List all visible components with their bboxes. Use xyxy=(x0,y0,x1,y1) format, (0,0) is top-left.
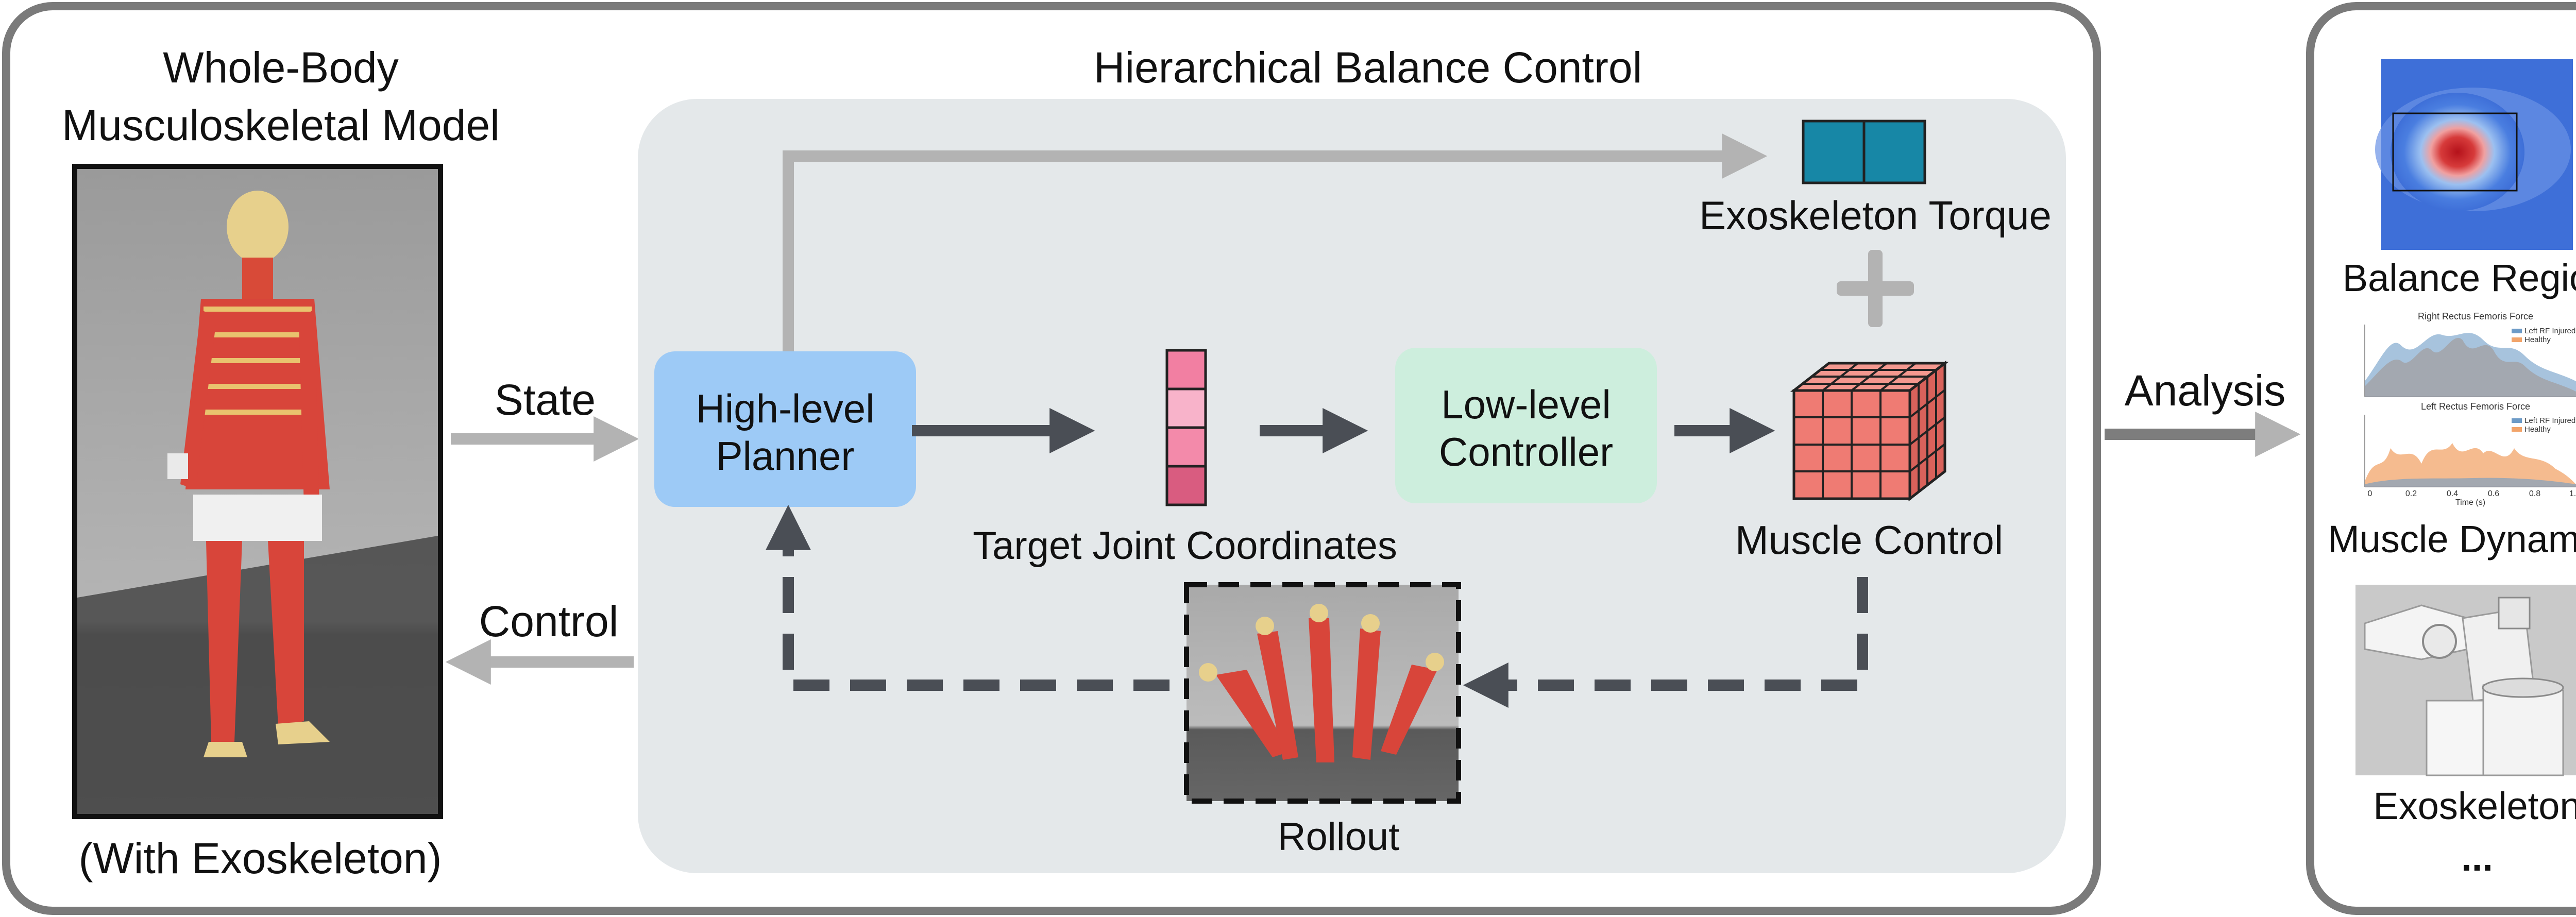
chart-bottom-xlabel: Time (s) xyxy=(2455,498,2485,507)
low-level-controller-box xyxy=(1395,348,1657,503)
chart-xtick-4: 0.8 xyxy=(2529,489,2540,498)
balance-region-heatmap xyxy=(2375,59,2573,250)
chart-xtick-2: 0.4 xyxy=(2447,489,2458,498)
control-label: Control xyxy=(479,597,619,646)
chart-bottom-title: Left Rectus Femoris Force xyxy=(2421,401,2530,412)
exoskeleton-label: Exoskeleton xyxy=(2373,785,2576,827)
model-title-line1: Whole-Body xyxy=(163,43,399,92)
chart-top-title: Right Rectus Femoris Force xyxy=(2418,311,2533,321)
muscle-dynamics-label: Muscle Dynamics xyxy=(2328,518,2576,561)
exo-torque-label: Exoskeleton Torque xyxy=(1699,193,2052,238)
muscle-dynamics-chart-top: Right Rectus Femoris Force Left RF Injur… xyxy=(2364,311,2576,397)
chart-xtick-5: 1.0 xyxy=(2569,489,2576,498)
chart-xtick-1: 0.2 xyxy=(2405,489,2417,498)
high-level-planner-box xyxy=(654,351,916,507)
muscle-control-label: Muscle Control xyxy=(1735,517,2003,563)
muscle-to-rollout-dashed-arrow xyxy=(1463,577,1868,708)
center-title: Hierarchical Balance Control xyxy=(1094,43,1642,92)
rollout-to-planner-dashed-arrow xyxy=(766,504,1170,691)
chart-top-legend-healthy: Healthy xyxy=(2524,335,2551,344)
more-ellipsis: ... xyxy=(2461,836,2493,879)
planner-to-exo-arrow xyxy=(783,133,1768,355)
rollout-image xyxy=(1184,582,1461,804)
chart-bottom-legend-injured: Left RF Injured xyxy=(2524,416,2575,425)
high-level-line1: High-level xyxy=(696,386,875,431)
chart-xtick-0: 0 xyxy=(2368,489,2372,498)
musculoskeletal-model-image xyxy=(72,164,443,819)
target-joint-label: Target Joint Coordinates xyxy=(973,524,1397,568)
state-label: State xyxy=(495,376,596,424)
exoskeleton-image xyxy=(2355,585,2576,776)
chart-bottom-legend-healthy: Healthy xyxy=(2524,425,2551,434)
analysis-label: Analysis xyxy=(2125,366,2286,415)
muscle-control-cube xyxy=(1790,360,1949,502)
model-caption: (With Exoskeleton) xyxy=(79,834,442,882)
chart-top-legend-injured: Left RF Injured xyxy=(2524,327,2575,335)
high-level-line2: Planner xyxy=(716,433,855,479)
rollout-label: Rollout xyxy=(1278,815,1400,859)
model-title-line2: Musculoskeletal Model xyxy=(62,101,500,149)
exo-torque-vector xyxy=(1802,120,1926,184)
low-level-line2: Controller xyxy=(1439,429,1613,474)
muscle-dynamics-chart-bottom: Left Rectus Femoris Force Left RF Injure… xyxy=(2364,401,2576,507)
target-joint-vector xyxy=(1165,349,1207,506)
plus-icon xyxy=(1837,250,1914,327)
low-level-line1: Low-level xyxy=(1441,382,1611,427)
chart-xtick-3: 0.6 xyxy=(2488,489,2499,498)
balance-region-label: Balance Region xyxy=(2343,257,2576,299)
